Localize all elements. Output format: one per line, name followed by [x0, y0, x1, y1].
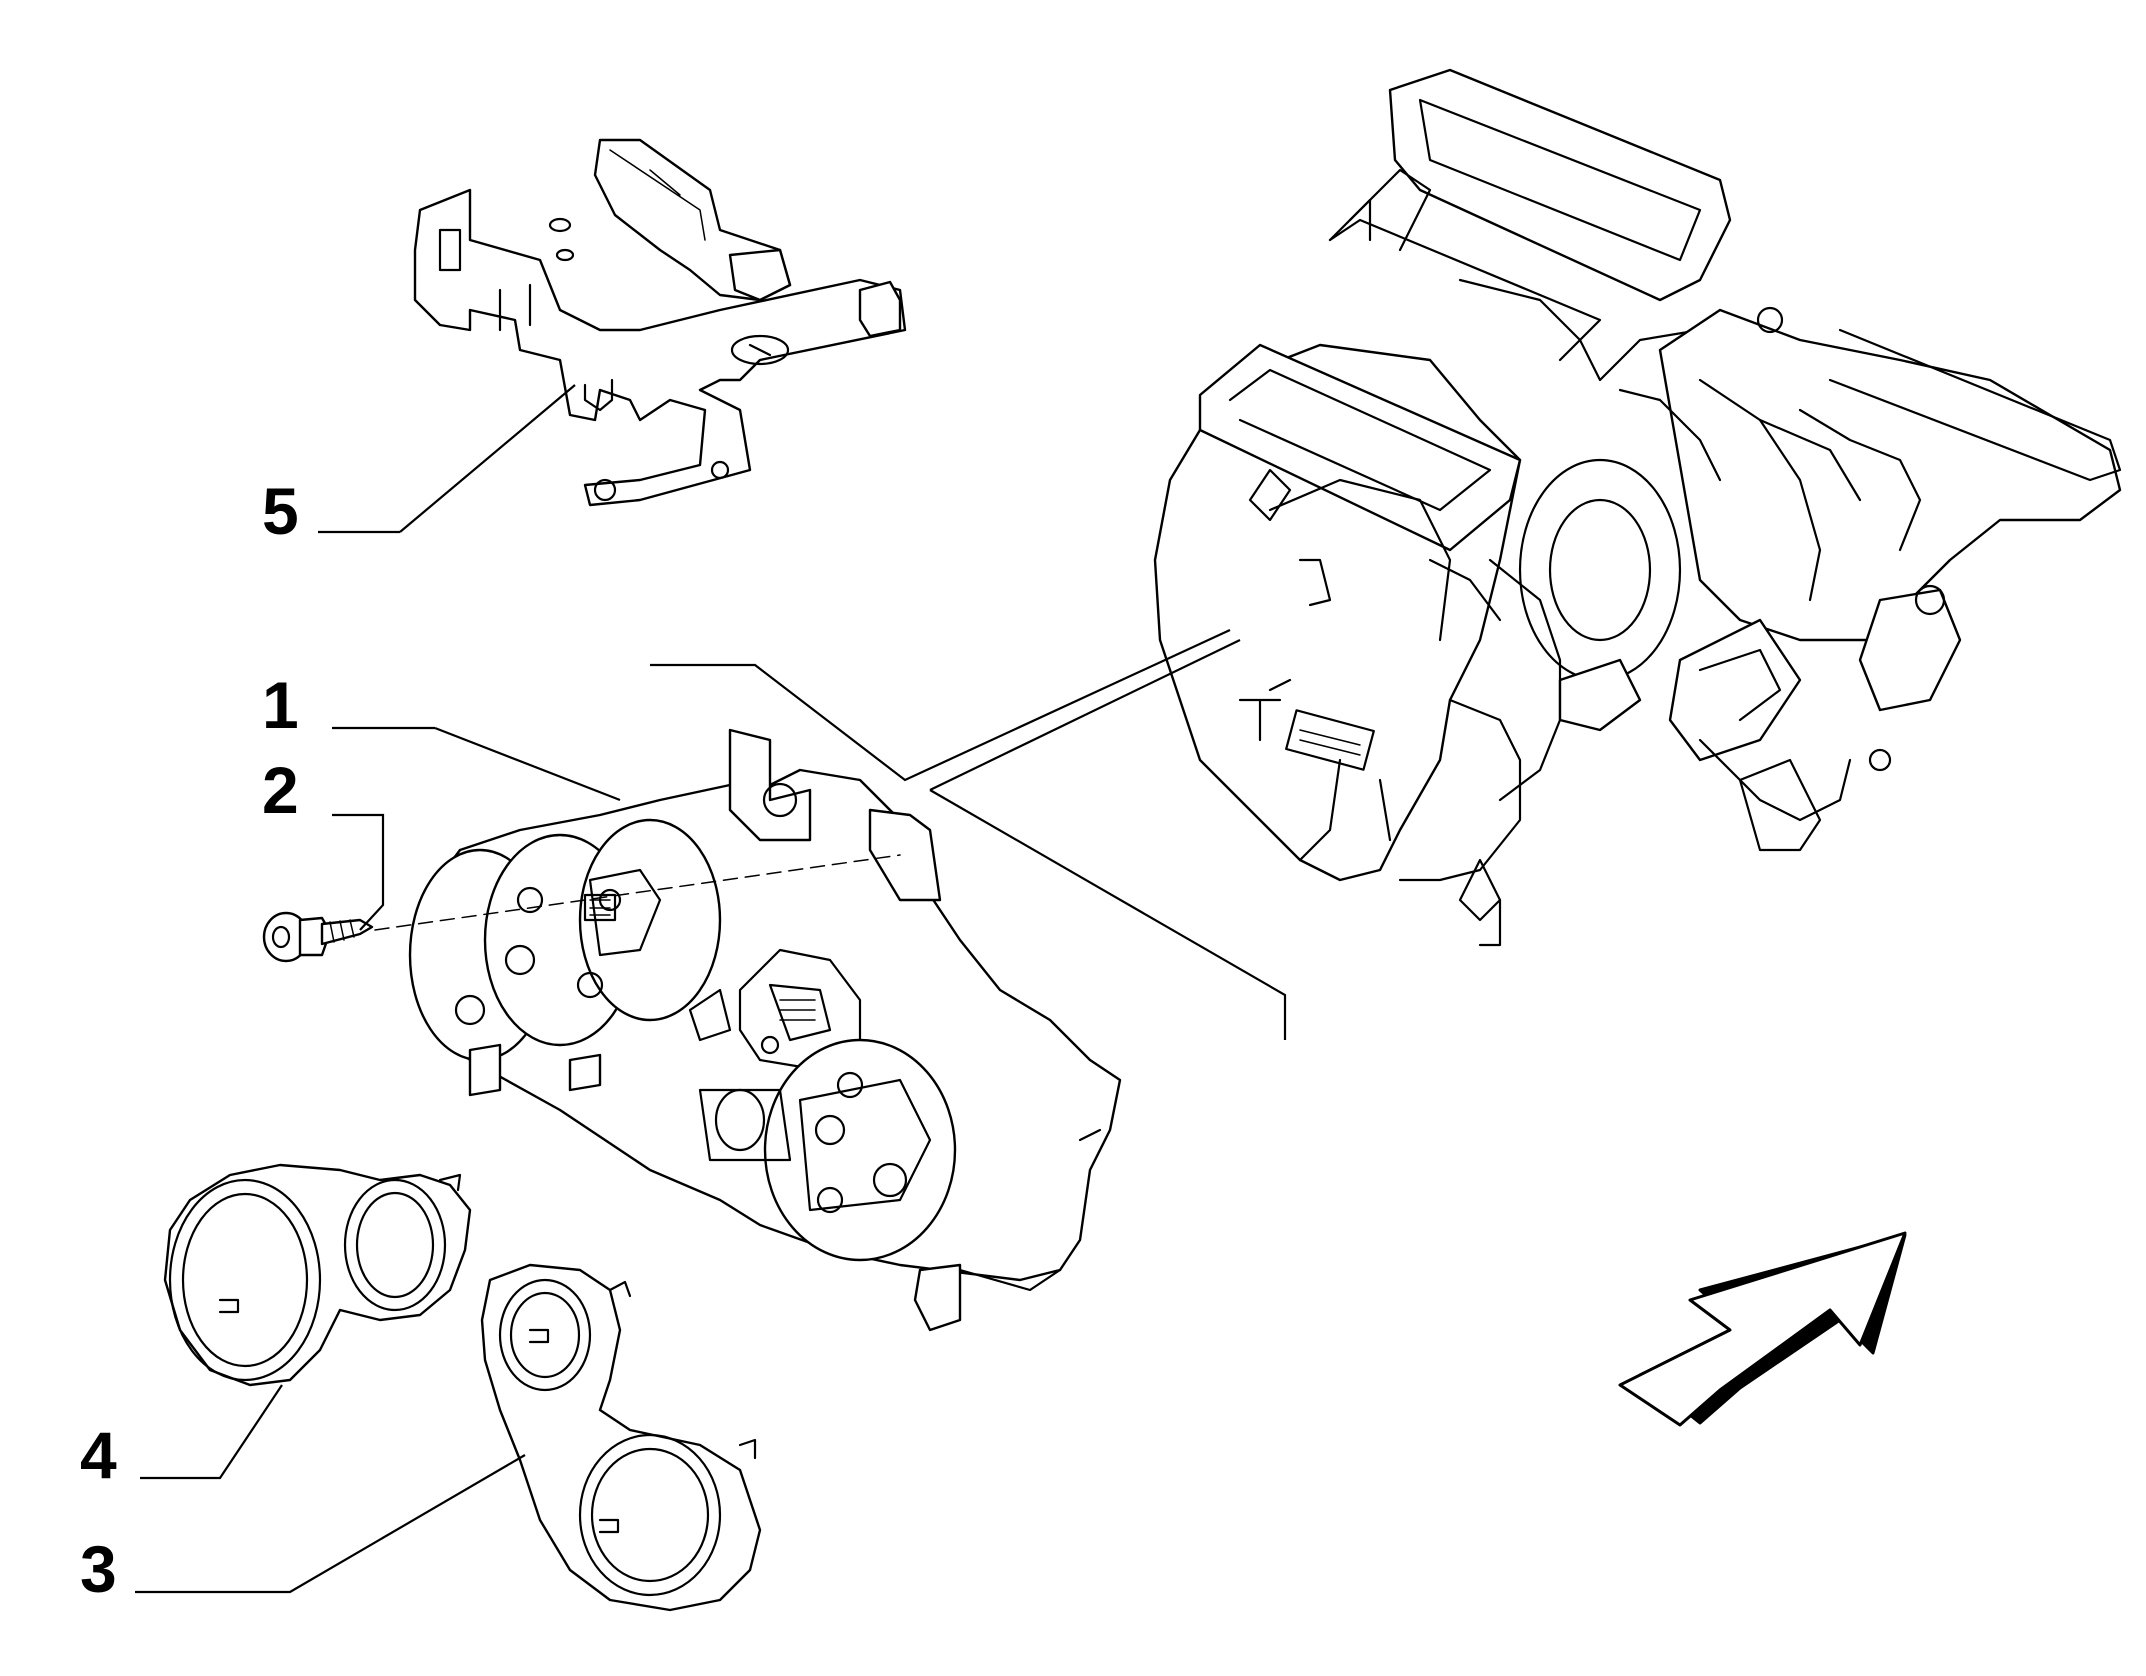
callout-label-5: 5	[262, 474, 299, 548]
part-2-screw	[262, 911, 374, 963]
hvac-unit	[1153, 68, 2122, 947]
part-3-bezel	[480, 1263, 762, 1612]
callout-label-1: 1	[262, 668, 299, 742]
part-1-control-panel	[408, 728, 1122, 1332]
leader-2	[332, 813, 385, 931]
leader-4	[140, 1384, 283, 1480]
leader-3	[135, 1454, 526, 1594]
assembly-guide-lines	[374, 629, 1287, 1040]
callout-label-4: 4	[80, 1418, 117, 1492]
direction-arrow	[1618, 1231, 1907, 1427]
callout-label-3: 3	[80, 1532, 117, 1606]
part-5-bracket	[413, 138, 907, 507]
part-4-bezel	[163, 1163, 472, 1387]
callout-label-2: 2	[262, 753, 299, 827]
